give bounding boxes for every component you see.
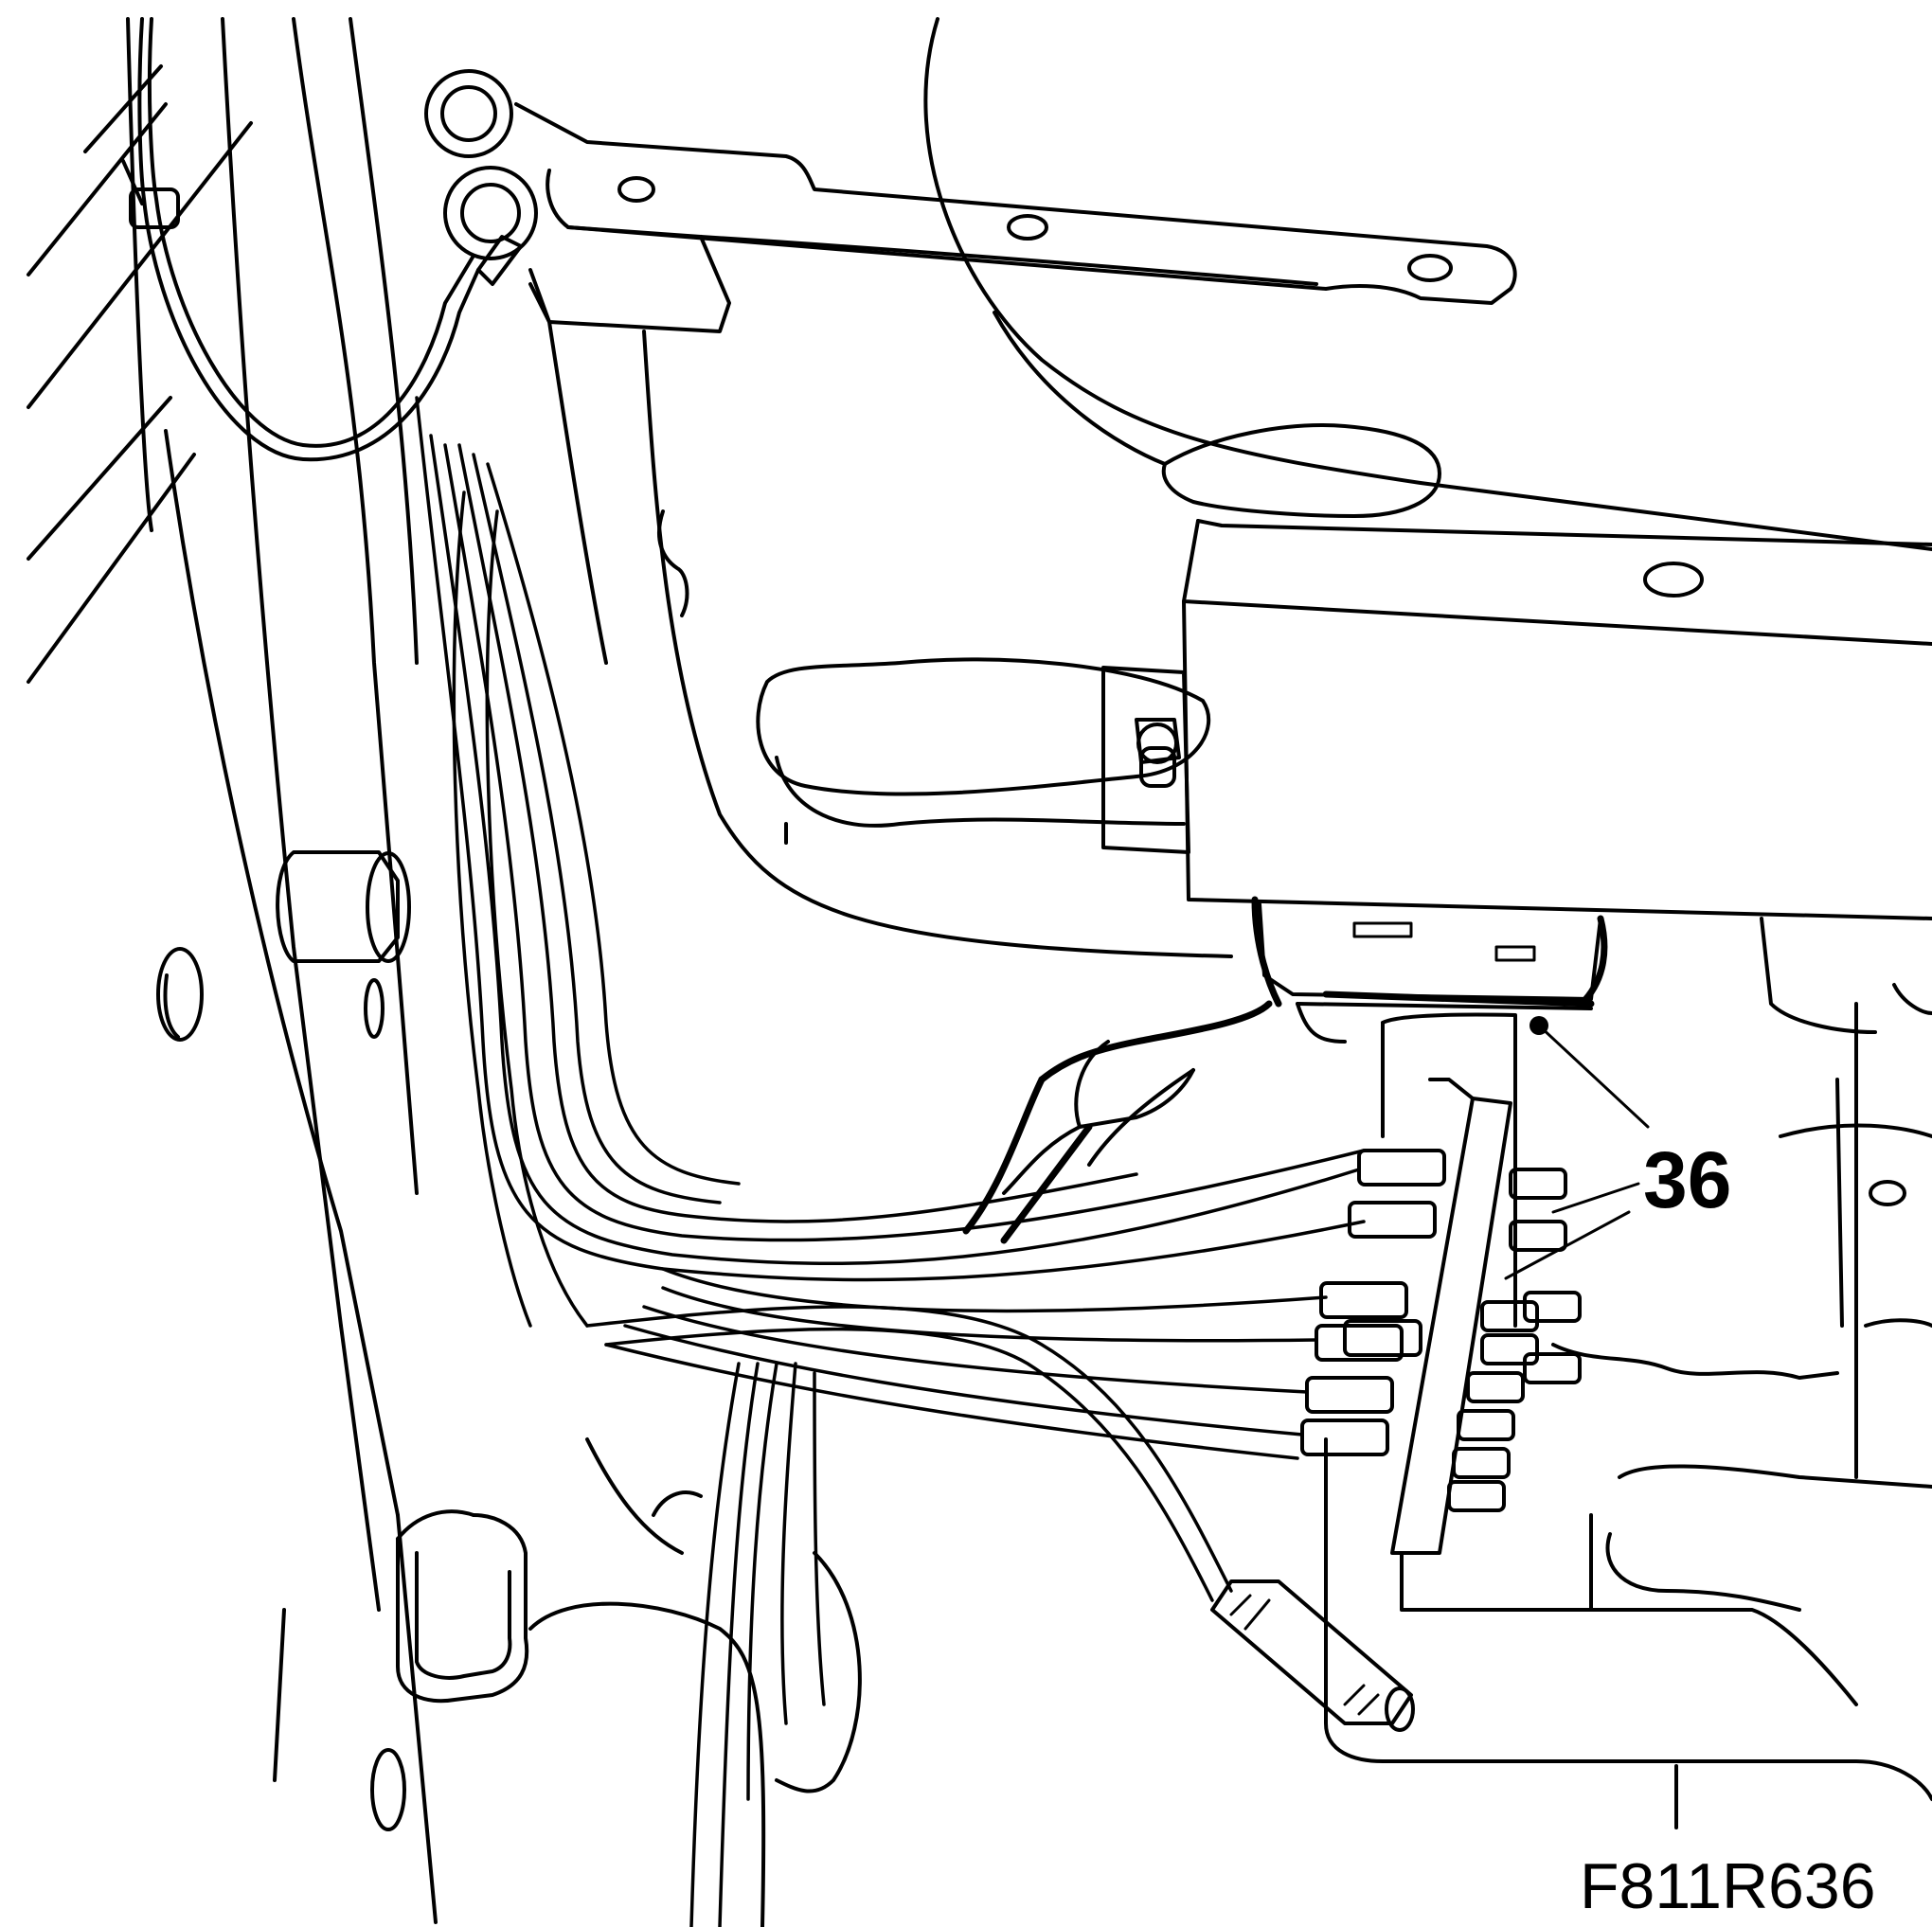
hinge-bracket — [424, 69, 1517, 333]
callout-number: 36 — [1643, 1135, 1731, 1224]
connector-block — [1300, 1078, 1582, 1555]
figure-code: F811R636 — [1580, 1850, 1876, 1922]
callout-36: 36 — [1504, 1016, 1731, 1280]
main-wiring-harness — [415, 396, 1415, 1927]
upper-body-panel — [528, 17, 1932, 958]
left-body-panel — [27, 17, 529, 1924]
control-module — [1101, 519, 1932, 1034]
terminal-pins — [1447, 1168, 1582, 1512]
wire-ferrules — [1300, 1149, 1446, 1456]
module-lead — [962, 1000, 1347, 1244]
top-cable — [121, 17, 523, 462]
lower-right-panel — [1324, 1002, 1932, 1829]
